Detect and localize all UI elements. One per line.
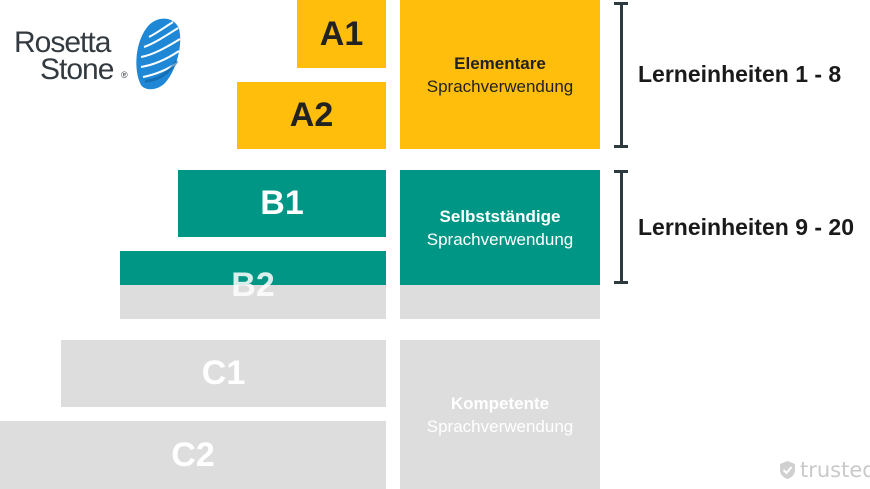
group-competent-title: Kompetente bbox=[450, 393, 550, 413]
level-b1-label: B1 bbox=[260, 184, 304, 222]
group-independent: Selbstständige Sprachverwendung bbox=[400, 170, 600, 319]
logo-word-stone: Stone bbox=[40, 53, 114, 86]
stone-icon bbox=[136, 18, 181, 90]
group-elementary: Elementare Sprachverwendung bbox=[400, 0, 600, 149]
logo-trademark: ® bbox=[121, 70, 128, 80]
group-independent-subtitle: Sprachverwendung bbox=[426, 230, 574, 249]
trusted-text: trusted bbox=[800, 458, 870, 482]
group-elementary-subtitle: Sprachverwendung bbox=[426, 76, 574, 96]
group-independent-title: Selbstständige bbox=[439, 207, 561, 226]
bracket-units-9-20 bbox=[614, 170, 628, 284]
units-label-first: Lerneinheiten 1 - 8 bbox=[638, 61, 842, 87]
level-c2-label: C2 bbox=[171, 435, 215, 474]
level-c1-label: C1 bbox=[201, 354, 246, 392]
level-c1: C1 bbox=[61, 340, 386, 407]
logo-word-rosetta: Rosetta bbox=[14, 26, 111, 59]
units-label-second: Lerneinheiten 9 - 20 bbox=[638, 214, 855, 240]
level-a2-label: A2 bbox=[289, 96, 334, 134]
bracket-units-1-8 bbox=[614, 2, 628, 148]
level-b2: B2 bbox=[120, 251, 386, 319]
level-a1-label: A1 bbox=[319, 14, 364, 53]
level-a2: A2 bbox=[237, 82, 386, 149]
group-elementary-title: Elementare bbox=[454, 53, 546, 73]
level-a1: A1 bbox=[297, 0, 386, 68]
level-c2: C2 bbox=[0, 421, 386, 489]
shield-check-icon bbox=[780, 461, 795, 479]
group-competent: Kompetente Sprachverwendung bbox=[400, 340, 600, 489]
group-competent-subtitle: Sprachverwendung bbox=[426, 416, 574, 436]
trusted-watermark: trusted bbox=[779, 458, 870, 482]
level-b1: B1 bbox=[178, 170, 386, 237]
level-b2-label: B2 bbox=[231, 265, 275, 304]
